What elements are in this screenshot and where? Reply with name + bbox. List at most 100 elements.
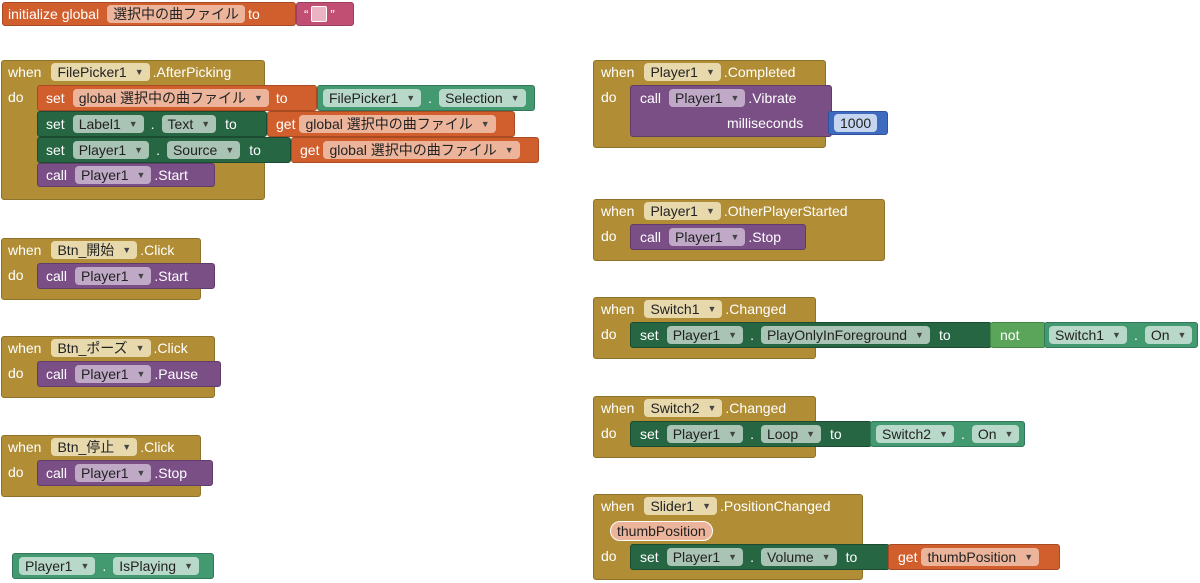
dot-separator: . <box>156 142 160 158</box>
property-dropdown[interactable]: Source▼ <box>166 141 241 159</box>
component-dropdown[interactable]: Player1 ▼ <box>669 89 746 107</box>
text-value-field[interactable] <box>311 6 328 22</box>
property-dropdown[interactable]: Text ▼ <box>161 115 217 133</box>
chevron-down-icon: ▼ <box>728 429 738 439</box>
component-dropdown[interactable]: Player1▼ <box>19 557 96 575</box>
variable-name: thumbPosition <box>927 549 1017 565</box>
component-dropdown[interactable]: Player1▼ <box>666 326 744 344</box>
component-dropdown[interactable]: Label1▼ <box>72 115 144 133</box>
component-dropdown[interactable]: FilePicker1▼ <box>323 89 422 107</box>
event-name: .Click <box>140 242 175 258</box>
chevron-down-icon: ▼ <box>806 429 816 439</box>
property-name: PlayOnlyInForeground <box>766 327 908 343</box>
chevron-down-icon: ▼ <box>136 468 146 478</box>
chevron-down-icon: ▼ <box>201 119 211 129</box>
component-dropdown[interactable]: Player1▼ <box>72 141 150 159</box>
component-dropdown[interactable]: Player1▼ <box>75 365 152 383</box>
component-name: FilePicker1 <box>57 64 127 80</box>
chevron-down-icon: ▼ <box>253 93 263 103</box>
when-keyword: when <box>8 242 42 258</box>
property-name: On <box>977 426 997 442</box>
do-keyword: do <box>8 267 24 283</box>
event-name: .Completed <box>723 64 796 80</box>
chevron-down-icon: ▼ <box>705 67 715 77</box>
chevron-down-icon: ▼ <box>480 119 490 129</box>
get-keyword: get <box>898 549 918 565</box>
global-dropdown[interactable]: global 選択中の曲ファイル▼ <box>299 115 496 133</box>
method-name: .Pause <box>154 366 198 382</box>
component-dropdown[interactable]: Player1▼ <box>75 267 152 285</box>
event-name: .Changed <box>725 301 787 317</box>
chevron-down-icon: ▼ <box>406 93 416 103</box>
component-name: Player1 <box>675 90 723 106</box>
call-keyword: call <box>46 465 68 481</box>
property-dropdown[interactable]: Selection▼ <box>439 89 526 107</box>
component-dropdown[interactable]: Player1▼ <box>75 166 152 184</box>
component-dropdown[interactable]: Player1▼ <box>666 425 744 443</box>
component-dropdown[interactable]: Player1 ▼ <box>644 202 721 220</box>
property-dropdown[interactable]: Loop▼ <box>760 425 822 443</box>
property-dropdown[interactable]: On▼ <box>971 425 1020 443</box>
set-keyword: set <box>46 90 65 106</box>
component-dropdown[interactable]: Player1▼ <box>666 548 744 566</box>
component-dropdown[interactable]: Switch2▼ <box>876 425 954 443</box>
get-keyword: get <box>276 116 296 132</box>
when-keyword: when <box>601 301 635 317</box>
chevron-down-icon: ▼ <box>122 245 132 255</box>
property-name: On <box>1150 327 1170 343</box>
chevron-down-icon: ▼ <box>1024 552 1034 562</box>
chevron-down-icon: ▼ <box>80 561 90 571</box>
chevron-down-icon: ▼ <box>136 271 146 281</box>
global-name: global 選択中の曲ファイル <box>78 90 246 106</box>
global-dropdown[interactable]: global 選択中の曲ファイル▼ <box>323 141 520 159</box>
when-keyword: when <box>601 498 635 514</box>
dot-separator: . <box>750 549 754 565</box>
component-dropdown[interactable]: Slider1▼ <box>644 497 717 515</box>
do-keyword: do <box>601 326 617 342</box>
dot-separator: . <box>102 558 107 574</box>
set-keyword: set <box>640 549 659 565</box>
to-keyword: to <box>225 116 237 132</box>
component-dropdown[interactable]: Btn_停止▼ <box>51 438 138 456</box>
property-name: Volume <box>766 549 814 565</box>
property-dropdown[interactable]: PlayOnlyInForeground ▼ <box>760 326 930 344</box>
component-dropdown[interactable]: Switch2▼ <box>644 399 723 417</box>
global-name-field[interactable]: 選択中の曲ファイル <box>107 5 246 23</box>
when-keyword: when <box>8 439 42 455</box>
component-dropdown[interactable]: Player1 ▼ <box>75 464 152 482</box>
number-value-field[interactable]: 1000 <box>834 114 878 132</box>
when-keyword: when <box>601 203 635 219</box>
component-dropdown[interactable]: Btn_開始▼ <box>51 241 138 259</box>
to-keyword: to <box>275 90 288 106</box>
init-to-keyword: to <box>248 6 260 22</box>
component-name: Player1 <box>81 465 129 481</box>
chevron-down-icon: ▼ <box>915 330 924 340</box>
component-dropdown[interactable]: FilePicker1 ▼ <box>51 63 150 81</box>
component-name: Player1 <box>675 229 723 245</box>
do-keyword: do <box>601 548 617 564</box>
chevron-down-icon: ▼ <box>136 170 146 180</box>
property-name: Selection <box>445 90 503 106</box>
component-name: Switch1 <box>650 301 700 317</box>
property-dropdown[interactable]: IsPlaying▼ <box>113 557 200 575</box>
chevron-down-icon: ▼ <box>134 67 144 77</box>
property-dropdown[interactable]: Volume▼ <box>760 548 837 566</box>
component-dropdown[interactable]: Switch1▼ <box>1049 326 1127 344</box>
do-keyword: do <box>601 228 617 244</box>
component-dropdown[interactable]: Player1 ▼ <box>669 228 746 246</box>
component-name: Player1 <box>650 203 698 219</box>
global-dropdown[interactable]: global 選択中の曲ファイル ▼ <box>72 89 269 107</box>
property-dropdown[interactable]: On▼ <box>1144 326 1193 344</box>
property-name: Text <box>167 116 194 132</box>
component-dropdown[interactable]: Switch1▼ <box>644 300 723 318</box>
parameter-thumbposition[interactable]: thumbPosition <box>610 521 713 541</box>
component-dropdown[interactable]: Player1▼ <box>644 63 721 81</box>
not-block[interactable] <box>990 322 1046 348</box>
component-dropdown[interactable]: Btn_ポーズ▼ <box>51 339 151 357</box>
chevron-down-icon: ▼ <box>705 206 715 216</box>
do-keyword: do <box>8 365 24 381</box>
event-name: .OtherPlayerStarted <box>723 203 848 219</box>
chevron-down-icon: ▼ <box>730 93 740 103</box>
chevron-down-icon: ▼ <box>730 232 740 242</box>
variable-dropdown[interactable]: thumbPosition ▼ <box>921 548 1040 566</box>
